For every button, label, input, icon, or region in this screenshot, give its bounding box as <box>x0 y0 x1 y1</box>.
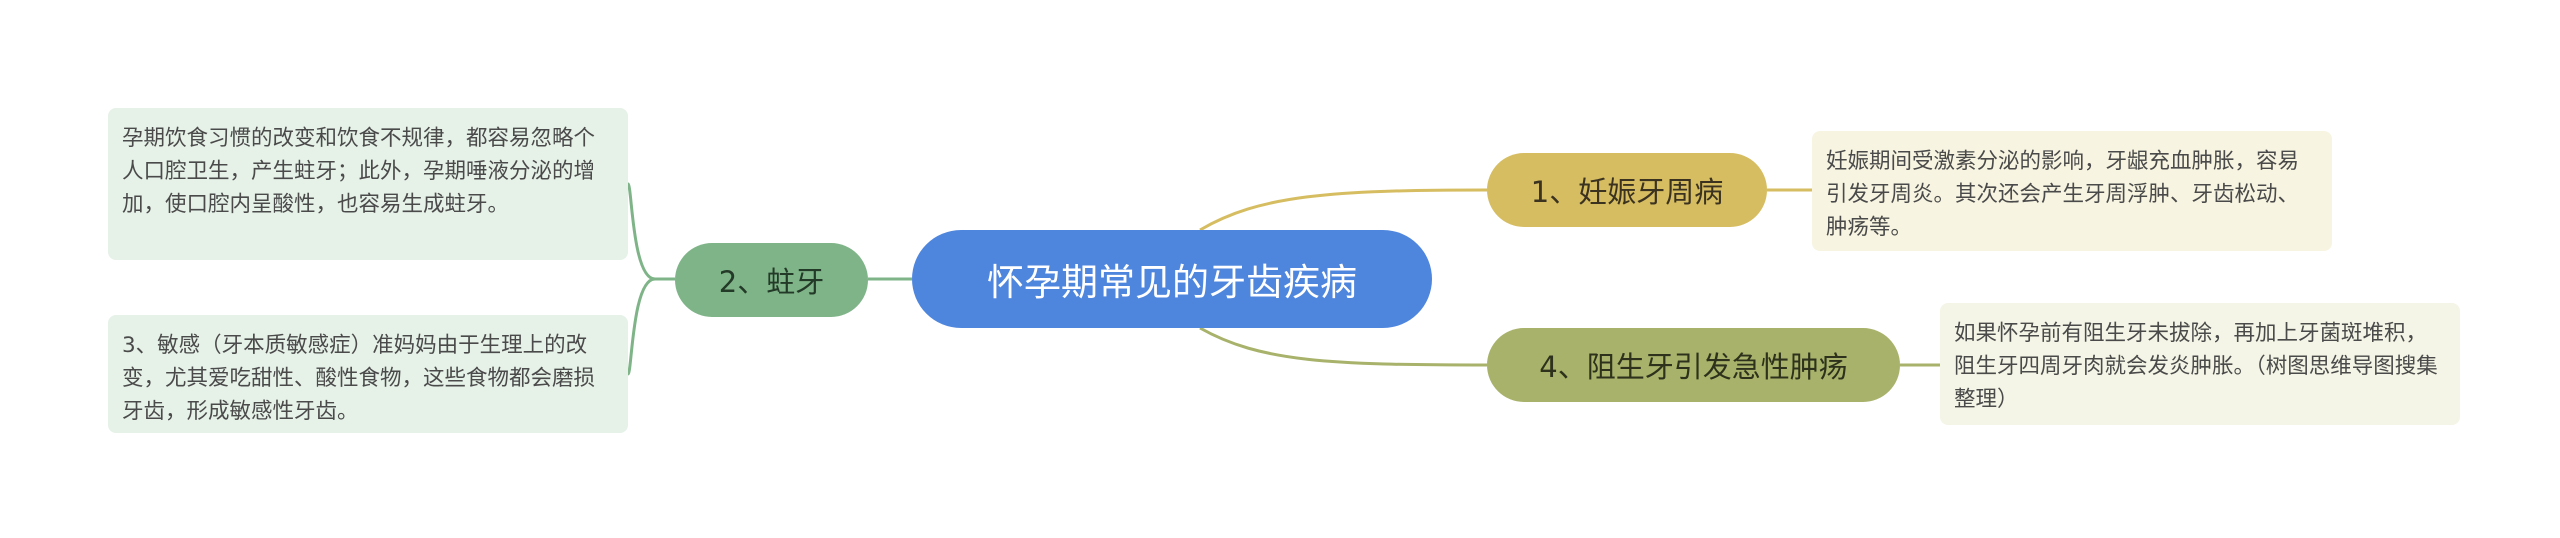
link-b2-detail-2 <box>626 277 656 376</box>
branch-periodontal-disease[interactable]: 1、妊娠牙周病 <box>1487 153 1767 227</box>
link-root-b1 <box>1199 188 1488 232</box>
branch-cavities[interactable]: 2、蛀牙 <box>675 243 868 317</box>
link-root-b4 <box>1199 326 1488 367</box>
detail-periodontal-disease[interactable]: 妊娠期间受激素分泌的影响，牙龈充血肿胀，容易引发牙周炎。其次还会产生牙周浮肿、牙… <box>1812 131 2332 251</box>
link-b2-detail-1 <box>626 182 675 281</box>
detail-sensitivity[interactable]: 3、敏感（牙本质敏感症）准妈妈由于生理上的改变，尤其爱吃甜性、酸性食物，这些食物… <box>108 315 628 433</box>
detail-cavities[interactable]: 孕期饮食习惯的改变和饮食不规律，都容易忽略个人口腔卫生，产生蛀牙；此外，孕期唾液… <box>108 108 628 260</box>
root-topic[interactable]: 怀孕期常见的牙齿疾病 <box>912 230 1432 328</box>
branch-impacted-tooth[interactable]: 4、阻生牙引发急性肿疡 <box>1487 328 1900 402</box>
detail-impacted-tooth[interactable]: 如果怀孕前有阻生牙未拔除，再加上牙菌斑堆积，阻生牙四周牙肉就会发炎肿胀。（树图思… <box>1940 303 2460 425</box>
